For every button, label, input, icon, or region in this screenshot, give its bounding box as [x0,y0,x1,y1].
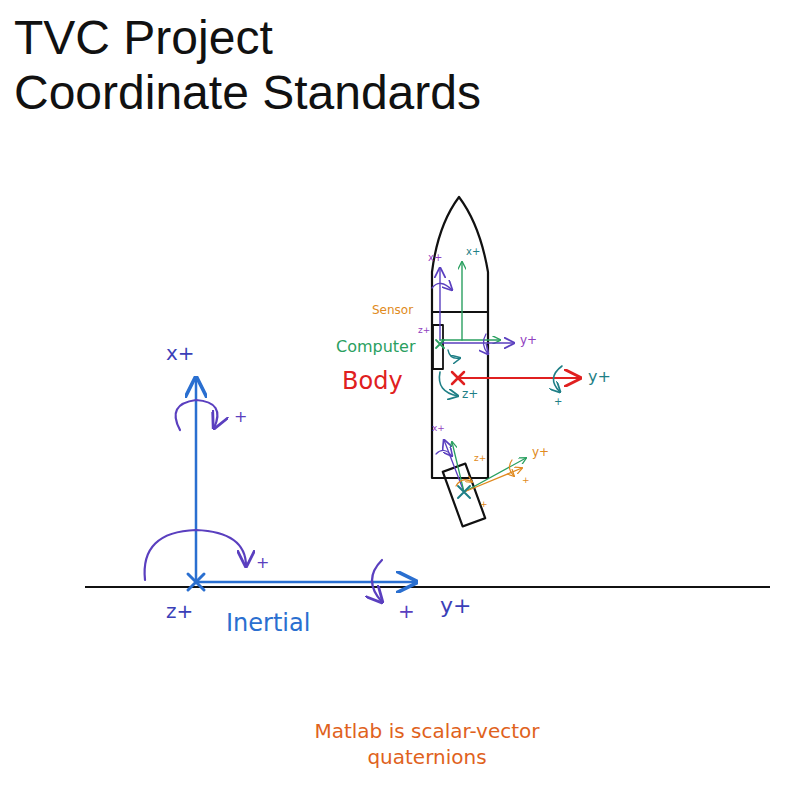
inertial-frame [145,378,416,602]
axis-label: y+ [588,368,611,386]
body-frame [439,366,580,396]
axis-label: z+ [418,326,430,336]
rotation-sign: + [398,600,415,622]
axis-label: y+ [440,594,471,618]
axis-label: z+ [166,600,193,622]
frame-name: Sensor [372,304,413,317]
axis-label: x+ [428,252,442,263]
rotation-sign: + [554,396,562,407]
frame-name: Body [342,368,403,394]
rotation-sign: + [256,554,269,572]
computer-sensor-frames [432,262,514,358]
caption-note: Matlab is scalar-vector quaternions [262,718,592,770]
rocket-outline [432,197,488,526]
frame-name: Computer [336,338,416,356]
axis-label: y+ [520,334,537,347]
axis-label: z+ [462,388,478,401]
rotation-sign: + [522,476,530,486]
rotation-sign: + [234,408,247,426]
rotation-sign: + [480,500,488,510]
axis-label: x+ [432,424,445,434]
axis-label: x+ [466,246,480,257]
page-title: TVC Project Coordinate Standards [14,10,514,120]
frame-name: Inertial [226,610,310,636]
axis-label: x+ [166,342,195,364]
ground-line [85,586,770,588]
nozzle-frame [436,440,526,498]
axis-label: z+ [474,454,486,464]
axis-label: y+ [532,446,549,459]
